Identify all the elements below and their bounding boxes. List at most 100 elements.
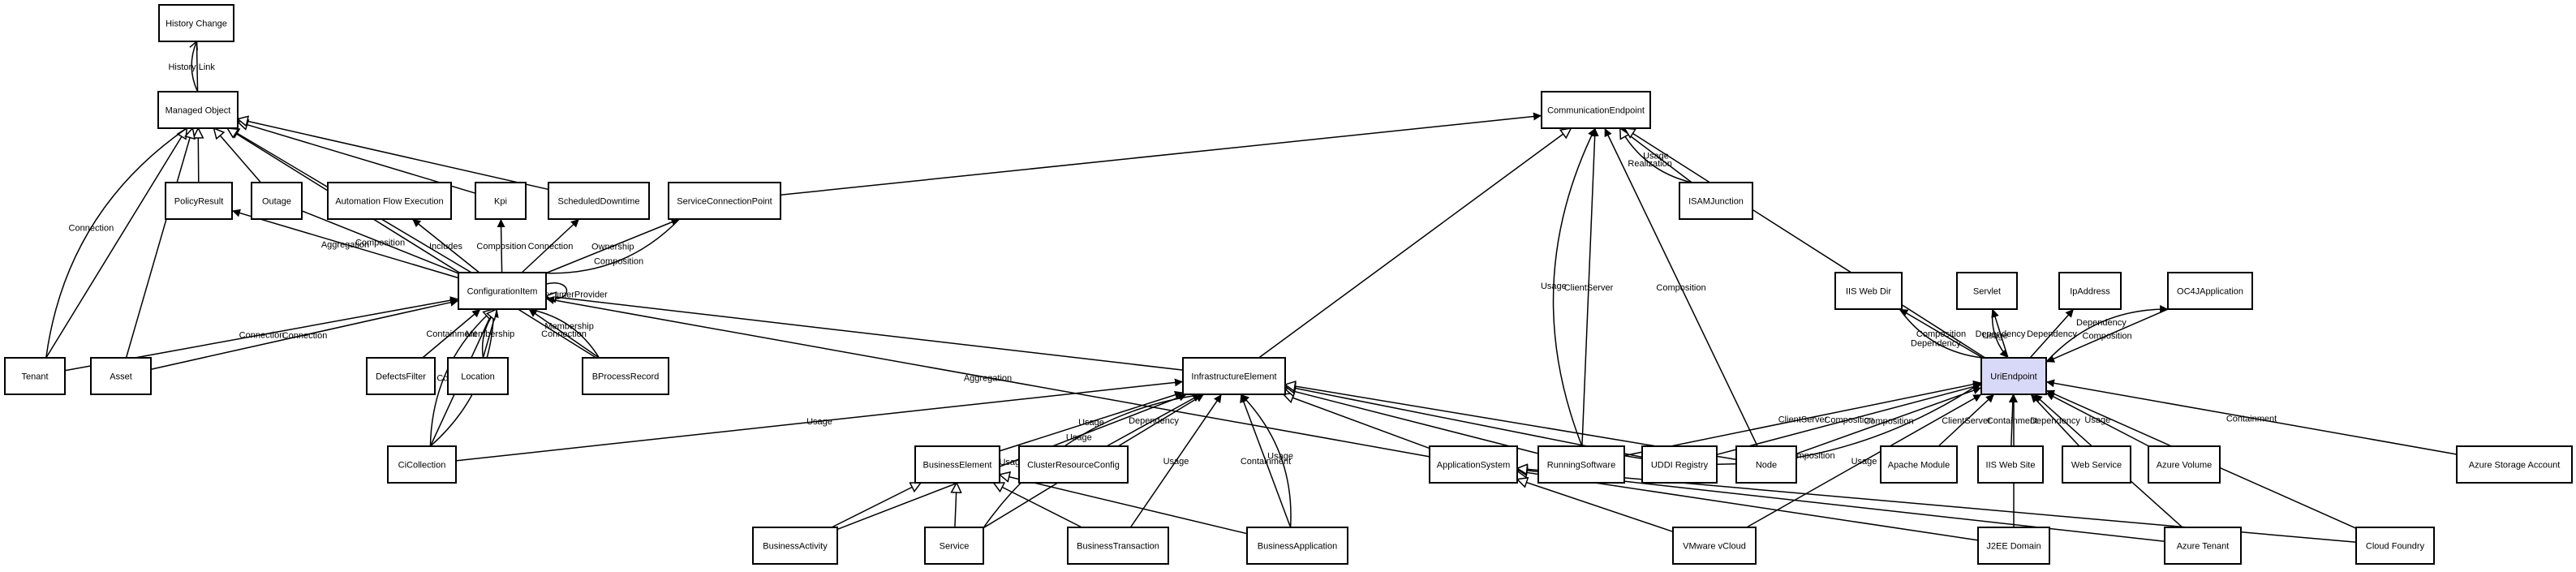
node-clusterresourceconfig[interactable]: ClusterResourceConfig [1018, 445, 1129, 484]
node-node[interactable]: Node [1735, 445, 1797, 484]
node-azuretenant[interactable]: Azure Tenant [2164, 527, 2242, 565]
edge-line [1716, 382, 1982, 456]
edge-line [2030, 394, 2080, 447]
node-box [475, 182, 527, 220]
edge-businessapplication-to-infrastructureelement: Usage [1240, 394, 1293, 528]
edge-asset-to-managedobject [125, 128, 193, 359]
edge-line [1106, 394, 1202, 447]
node-box [1182, 357, 1286, 395]
edge-configurationitem-to-serviceconnectionpoint: Ownership [545, 218, 680, 274]
edge-line [1937, 394, 1995, 447]
node-defectsfilter[interactable]: DefectsFilter [366, 357, 436, 395]
node-box [2058, 272, 2122, 310]
node-label: BusinessTransaction [1077, 542, 1159, 552]
node-location[interactable]: Location [447, 357, 509, 395]
edge-line [1552, 127, 1596, 447]
node-box [1541, 91, 1651, 129]
edge-uriendpoint-to-iiswebdir: Composition [1899, 308, 1984, 359]
edge-businesstransaction-to-businesselement [994, 483, 1082, 528]
edge-label: Dependency [1976, 329, 2026, 339]
node-runningsoftware[interactable]: RunningSoftware [1537, 445, 1625, 484]
node-automationflow[interactable]: Automation Flow Execution [327, 182, 452, 220]
edge-runningsoftware-to-uriendpoint: ClientServer [1623, 380, 1982, 457]
node-cloudfoundry[interactable]: Cloud Foundry [2355, 527, 2435, 565]
node-j2eedomain[interactable]: J2EE Domain [1977, 527, 2050, 565]
edge-line [422, 308, 481, 359]
node-label: ISAMJunction [1688, 197, 1744, 207]
node-businesselement[interactable]: BusinessElement [914, 445, 1000, 484]
node-isamjunction[interactable]: ISAMJunction [1679, 182, 1753, 220]
edge-service-to-businesselement [955, 483, 957, 528]
node-label: Web Service [2071, 461, 2122, 471]
node-businesstransaction[interactable]: BusinessTransaction [1067, 527, 1169, 565]
edge-label: Containment [1241, 457, 1291, 467]
node-bprocessrecord[interactable]: BProcessRecord [582, 357, 669, 395]
node-infrastructureelement[interactable]: InfrastructureElement [1182, 357, 1286, 395]
node-box [1956, 272, 2018, 310]
node-cicollection[interactable]: CiCollection [387, 445, 457, 484]
node-apachemodule[interactable]: Apache Module [1880, 445, 1958, 484]
node-label: Managed Object [166, 106, 231, 116]
edge-label: Usage [1267, 451, 1293, 461]
node-outage[interactable]: Outage [251, 182, 303, 220]
node-oc4japplication[interactable]: OC4JApplication [2167, 272, 2253, 310]
node-box [1641, 445, 1718, 484]
node-servlet[interactable]: Servlet [1956, 272, 2018, 310]
edge-label: History Link [168, 62, 215, 72]
node-label: ScheduledDowntime [558, 197, 640, 207]
edge-label: Usage [1078, 418, 1104, 428]
node-box [2062, 445, 2131, 484]
node-businessactivity[interactable]: BusinessActivity [752, 527, 838, 565]
node-box [924, 527, 984, 565]
node-uddiregistry[interactable]: UDDI Registry [1641, 445, 1718, 484]
edge-runningsoftware-to-communicationendpoint: ClientServer [1564, 127, 1614, 447]
node-applicationsystem[interactable]: ApplicationSystem [1429, 445, 1518, 484]
node-businessapplication[interactable]: BusinessApplication [1246, 527, 1348, 565]
edge-line [1284, 394, 1430, 449]
edge-label: Containment [1987, 416, 2037, 426]
edge-configurationitem-to-policyresult: Aggregation [231, 209, 459, 279]
node-configurationitem[interactable]: ConfigurationItem [458, 272, 547, 310]
node-box [2355, 527, 2435, 565]
node-webservice[interactable]: Web Service [2062, 445, 2131, 484]
node-ipaddress[interactable]: IpAddress [2058, 272, 2122, 310]
node-communicationendpoint[interactable]: CommunicationEndpoint [1541, 91, 1651, 129]
node-box [251, 182, 303, 220]
node-kpi[interactable]: Kpi [475, 182, 527, 220]
edge-bprocessrecord-to-configurationitem: Connection [528, 308, 600, 359]
node-uriendpoint[interactable]: UriEndpoint [1980, 357, 2047, 395]
edge-bprocessrecord-to-managedobject [227, 128, 597, 359]
node-policyresult[interactable]: PolicyResult [165, 182, 233, 220]
node-label: BusinessApplication [1258, 542, 1337, 552]
edge-line [411, 218, 480, 273]
node-tenant[interactable]: Tenant [4, 357, 66, 395]
node-label: Asset [110, 372, 132, 382]
node-azurestorageaccount[interactable]: Azure Storage Account [2456, 445, 2573, 484]
node-scheduleddowntime[interactable]: ScheduledDowntime [548, 182, 650, 220]
edge-cicollection-to-configurationitem [429, 309, 493, 447]
edge-line [994, 483, 1082, 528]
edge-applicationsystem-to-infrastructureelement [1284, 394, 1430, 449]
node-managedobject[interactable]: Managed Object [157, 91, 239, 129]
edge-node-to-communicationendpoint: Composition [1604, 127, 1758, 447]
edge-configurationitem-to-automationflow: Includes [411, 218, 480, 273]
node-service[interactable]: Service [924, 527, 984, 565]
node-label: IIS Web Site [1986, 461, 2036, 471]
edge-infrastructureelement-to-configurationitem [546, 296, 1184, 371]
node-box [1018, 445, 1129, 484]
edge-line [546, 296, 1184, 371]
node-serviceconnectionpoint[interactable]: ServiceConnectionPoint [668, 182, 781, 220]
node-iiswebdir[interactable]: IIS Web Dir [1834, 272, 1903, 310]
node-box [582, 357, 669, 395]
node-box [1429, 445, 1518, 484]
node-azurevolume[interactable]: Azure Volume [2148, 445, 2221, 484]
node-asset[interactable]: Asset [90, 357, 152, 395]
node-label: Cloud Foundry [2366, 542, 2425, 552]
edge-vmwarevcloud-to-applicationsystem [1517, 480, 1674, 533]
node-historychange[interactable]: History Change [158, 4, 234, 42]
node-iiswebsite[interactable]: IIS Web Site [1977, 445, 2044, 484]
edge-kpi-to-managedobject [238, 122, 476, 194]
node-vmwarevcloud[interactable]: VMware vCloud [1672, 527, 1757, 565]
